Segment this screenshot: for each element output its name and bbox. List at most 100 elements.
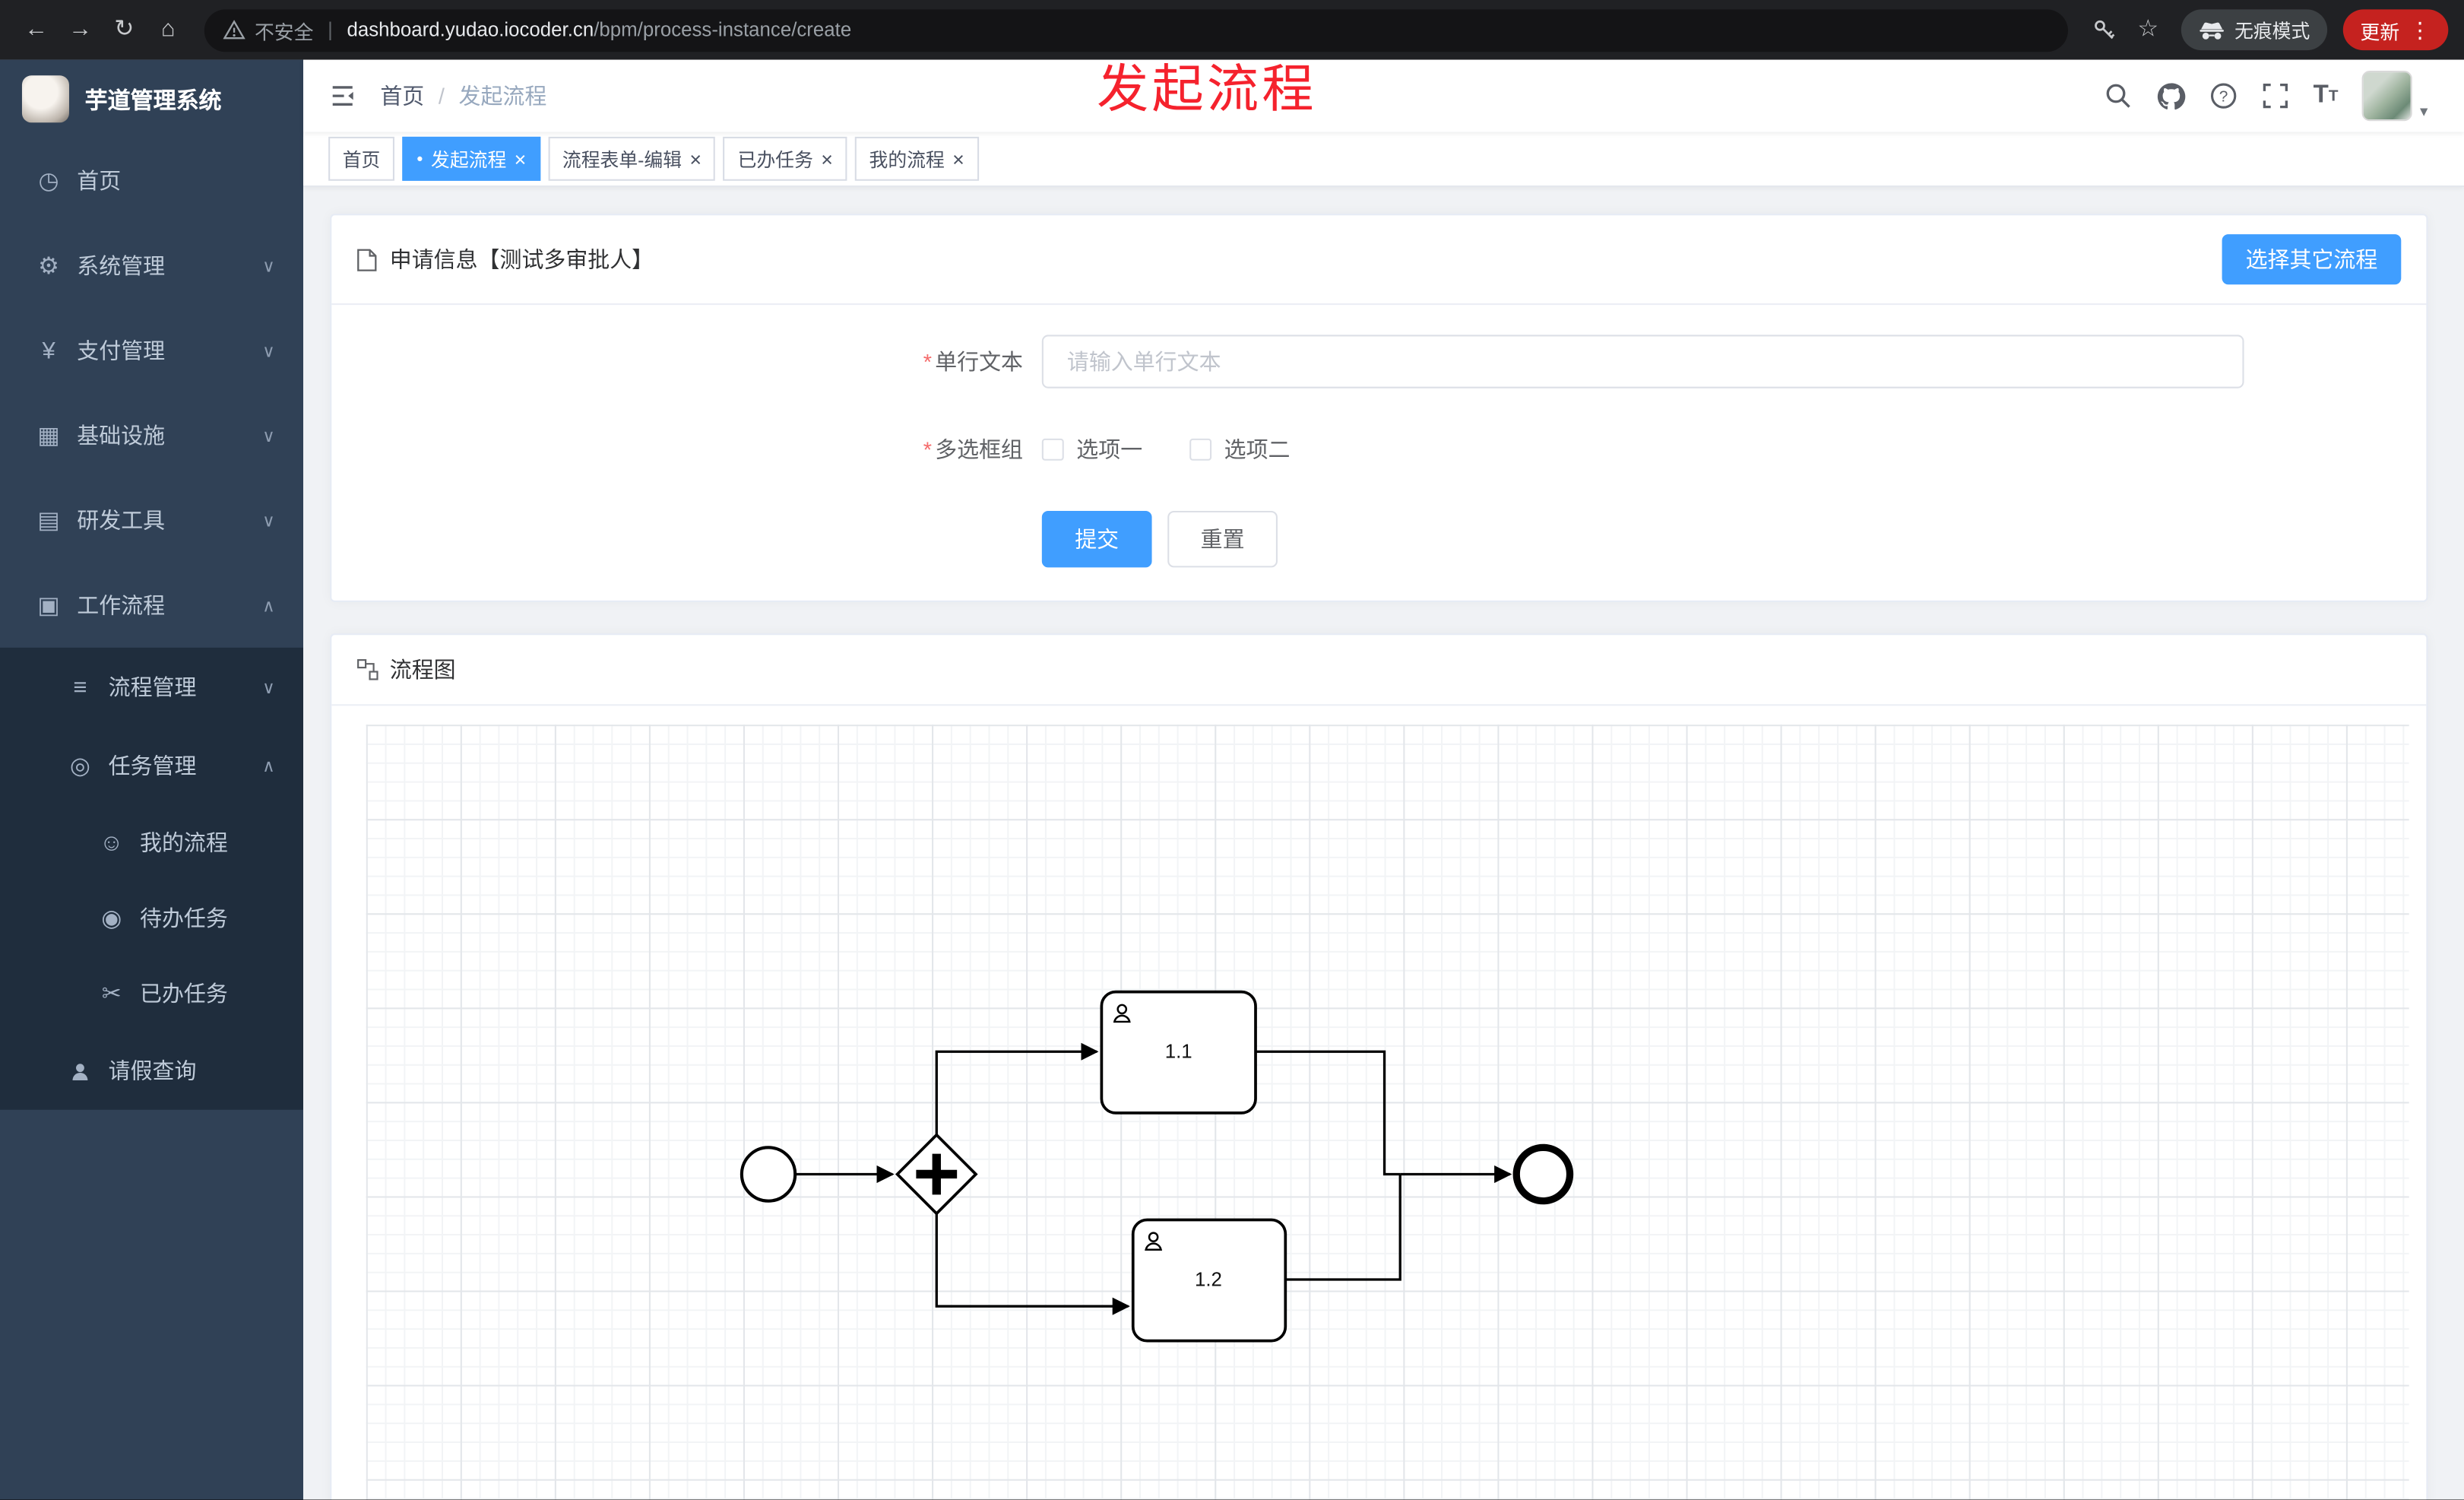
sidebar-item-label: 待办任务 bbox=[140, 905, 228, 931]
sidebar-item-label: 已办任务 bbox=[140, 981, 228, 1007]
checkbox-option-label: 选项二 bbox=[1224, 436, 1291, 462]
browser-menu-icon[interactable]: ⋮ bbox=[2409, 16, 2431, 42]
forward-icon[interactable]: → bbox=[68, 15, 92, 43]
task-label: 1.1 bbox=[1165, 1041, 1192, 1062]
workflow-icon: ▣ bbox=[37, 592, 60, 620]
not-secure-icon bbox=[223, 20, 245, 40]
eye-icon: ◉ bbox=[101, 905, 122, 933]
url-divider: | bbox=[328, 18, 333, 41]
sequence-flow-task1-join bbox=[1256, 1050, 1401, 1176]
sidebar-item-todo-tasks[interactable]: ◉ 待办任务 bbox=[0, 880, 303, 956]
menu-fold-icon[interactable] bbox=[328, 82, 356, 110]
diagram-header: 流程图 bbox=[331, 635, 2427, 706]
tab-my-process[interactable]: 我的流程 × bbox=[854, 136, 979, 181]
sidebar-item-home[interactable]: ◷ 首页 bbox=[0, 138, 303, 224]
avatar[interactable] bbox=[2361, 71, 2412, 122]
sidebar-item-leave-query[interactable]: 请假查询 bbox=[0, 1031, 303, 1109]
close-icon[interactable]: × bbox=[689, 147, 702, 171]
browser-toolbar: ← → ↻ ⌂ 不安全 | dashboard.yudao.iocoder.cn… bbox=[0, 0, 2464, 60]
sidebar-item-label: 工作流程 bbox=[77, 592, 166, 618]
sidebar-item-process-mgmt[interactable]: ≡ 流程管理 ∨ bbox=[0, 648, 303, 726]
sidebar-item-label: 流程管理 bbox=[108, 674, 197, 700]
scissors-icon: ✂ bbox=[101, 981, 122, 1008]
checkbox-option-label: 选项一 bbox=[1076, 436, 1143, 462]
apply-info-title: 申请信息【测试多审批人】 bbox=[389, 246, 654, 272]
document-icon bbox=[357, 248, 377, 271]
checkbox-option-2[interactable]: 选项二 bbox=[1189, 434, 1290, 465]
logo-image bbox=[21, 75, 69, 123]
sidebar-item-my-process[interactable]: ☺ 我的流程 bbox=[0, 805, 303, 880]
search-icon[interactable] bbox=[2105, 82, 2133, 110]
breadcrumb: 首页 / 发起流程 bbox=[380, 80, 546, 111]
gear-icon: ⚙ bbox=[38, 252, 59, 281]
parallel-gateway-node bbox=[895, 1133, 978, 1216]
sidebar-item-label: 我的流程 bbox=[140, 829, 228, 855]
reset-button[interactable]: 重置 bbox=[1167, 510, 1278, 568]
sidebar-item-task-mgmt[interactable]: ◎ 任务管理 ∧ bbox=[0, 726, 303, 804]
github-icon[interactable] bbox=[2156, 81, 2186, 110]
sidebar: 芋道管理系统 ◷ 首页 ⚙ 系统管理 ∨ ¥ 支付管理 ∨ ▦ 基础设施 ∨ bbox=[0, 59, 304, 1500]
update-label: 更新 bbox=[2360, 21, 2400, 43]
bpmn-canvas[interactable]: 1.1 1.2 bbox=[366, 725, 2409, 1500]
checkbox-icon[interactable] bbox=[1189, 438, 1212, 461]
sidebar-item-done-tasks[interactable]: ✂ 已办任务 bbox=[0, 956, 303, 1031]
form-actions: 提交 重置 bbox=[1041, 510, 2427, 601]
tools-icon: ▤ bbox=[37, 507, 60, 534]
close-icon[interactable]: × bbox=[952, 147, 964, 171]
checkbox-option-1[interactable]: 选项一 bbox=[1041, 434, 1143, 465]
user-task-1-2: 1.2 bbox=[1131, 1218, 1287, 1343]
checkbox-group-label: *多选框组 bbox=[923, 436, 1024, 462]
chevron-down-icon: ∨ bbox=[262, 512, 275, 531]
tags-view-bar: 首页 ● 发起流程 × 流程表单-编辑 × 已办任务 × 我的流程 × bbox=[303, 132, 2464, 188]
sidebar-item-system-mgmt[interactable]: ⚙ 系统管理 ∨ bbox=[0, 224, 303, 309]
sidebar-item-payment-mgmt[interactable]: ¥ 支付管理 ∨ bbox=[0, 308, 303, 393]
tab-home[interactable]: 首页 bbox=[328, 136, 394, 181]
text-field-row: *单行文本 bbox=[908, 335, 2426, 388]
flowchart-icon bbox=[357, 659, 378, 680]
tab-create-process[interactable]: ● 发起流程 × bbox=[402, 136, 540, 181]
home-icon[interactable]: ⌂ bbox=[160, 15, 176, 43]
sequence-flow-gateway-task1 bbox=[935, 1042, 1099, 1137]
tab-done-tasks[interactable]: 已办任务 × bbox=[724, 136, 847, 181]
key-icon[interactable] bbox=[2084, 9, 2125, 50]
chevron-down-icon: ∨ bbox=[262, 341, 275, 361]
yen-icon: ¥ bbox=[42, 337, 55, 364]
tab-form-edit[interactable]: 流程表单-编辑 × bbox=[548, 136, 716, 181]
breadcrumb-home[interactable]: 首页 bbox=[380, 83, 425, 109]
refresh-icon[interactable]: ↻ bbox=[114, 15, 135, 43]
caret-down-icon: ▾ bbox=[2420, 103, 2428, 122]
task-label: 1.2 bbox=[1195, 1269, 1222, 1290]
tab-label: 发起流程 bbox=[431, 148, 507, 171]
sidebar-item-infrastructure[interactable]: ▦ 基础设施 ∨ bbox=[0, 393, 303, 478]
chevron-down-icon: ∨ bbox=[262, 257, 275, 276]
app-logo: 芋道管理系统 bbox=[0, 60, 303, 138]
close-icon[interactable]: × bbox=[514, 147, 527, 171]
sidebar-item-label: 研发工具 bbox=[77, 507, 166, 533]
fullscreen-icon[interactable] bbox=[2261, 82, 2289, 110]
sidebar-item-label: 请假查询 bbox=[108, 1058, 197, 1083]
help-icon[interactable]: ? bbox=[2209, 82, 2238, 110]
workflow-submenu: ≡ 流程管理 ∨ ◎ 任务管理 ∧ ☺ 我的流程 ◉ 待办任务 bbox=[0, 647, 304, 1110]
checkbox-icon[interactable] bbox=[1041, 438, 1064, 461]
security-label: 不安全 bbox=[254, 21, 314, 43]
update-button[interactable]: 更新 ⋮ bbox=[2342, 9, 2449, 51]
tab-label: 流程表单-编辑 bbox=[562, 148, 683, 171]
select-other-process-button[interactable]: 选择其它流程 bbox=[2222, 234, 2402, 285]
address-bar[interactable]: 不安全 | dashboard.yudao.iocoder.cn/bpm/pro… bbox=[204, 8, 2068, 52]
user-chat-icon: ☺ bbox=[99, 829, 124, 856]
user-icon bbox=[1145, 1232, 1163, 1251]
sidebar-item-workflow[interactable]: ▣ 工作流程 ∧ bbox=[0, 563, 303, 648]
diagram-title: 流程图 bbox=[389, 657, 456, 683]
close-icon[interactable]: × bbox=[821, 147, 833, 171]
submit-button[interactable]: 提交 bbox=[1041, 510, 1152, 568]
user-avatar-menu[interactable]: ▾ bbox=[2361, 71, 2428, 122]
bpmn-diagram: 1.1 1.2 bbox=[740, 990, 1574, 1343]
single-line-text-input[interactable] bbox=[1041, 335, 2244, 388]
star-icon[interactable]: ☆ bbox=[2137, 15, 2159, 43]
sidebar-item-dev-tools[interactable]: ▤ 研发工具 ∨ bbox=[0, 478, 303, 563]
back-icon[interactable]: ← bbox=[24, 15, 49, 43]
top-navbar: 首页 / 发起流程 bbox=[303, 59, 2464, 132]
incognito-icon bbox=[2200, 21, 2224, 39]
